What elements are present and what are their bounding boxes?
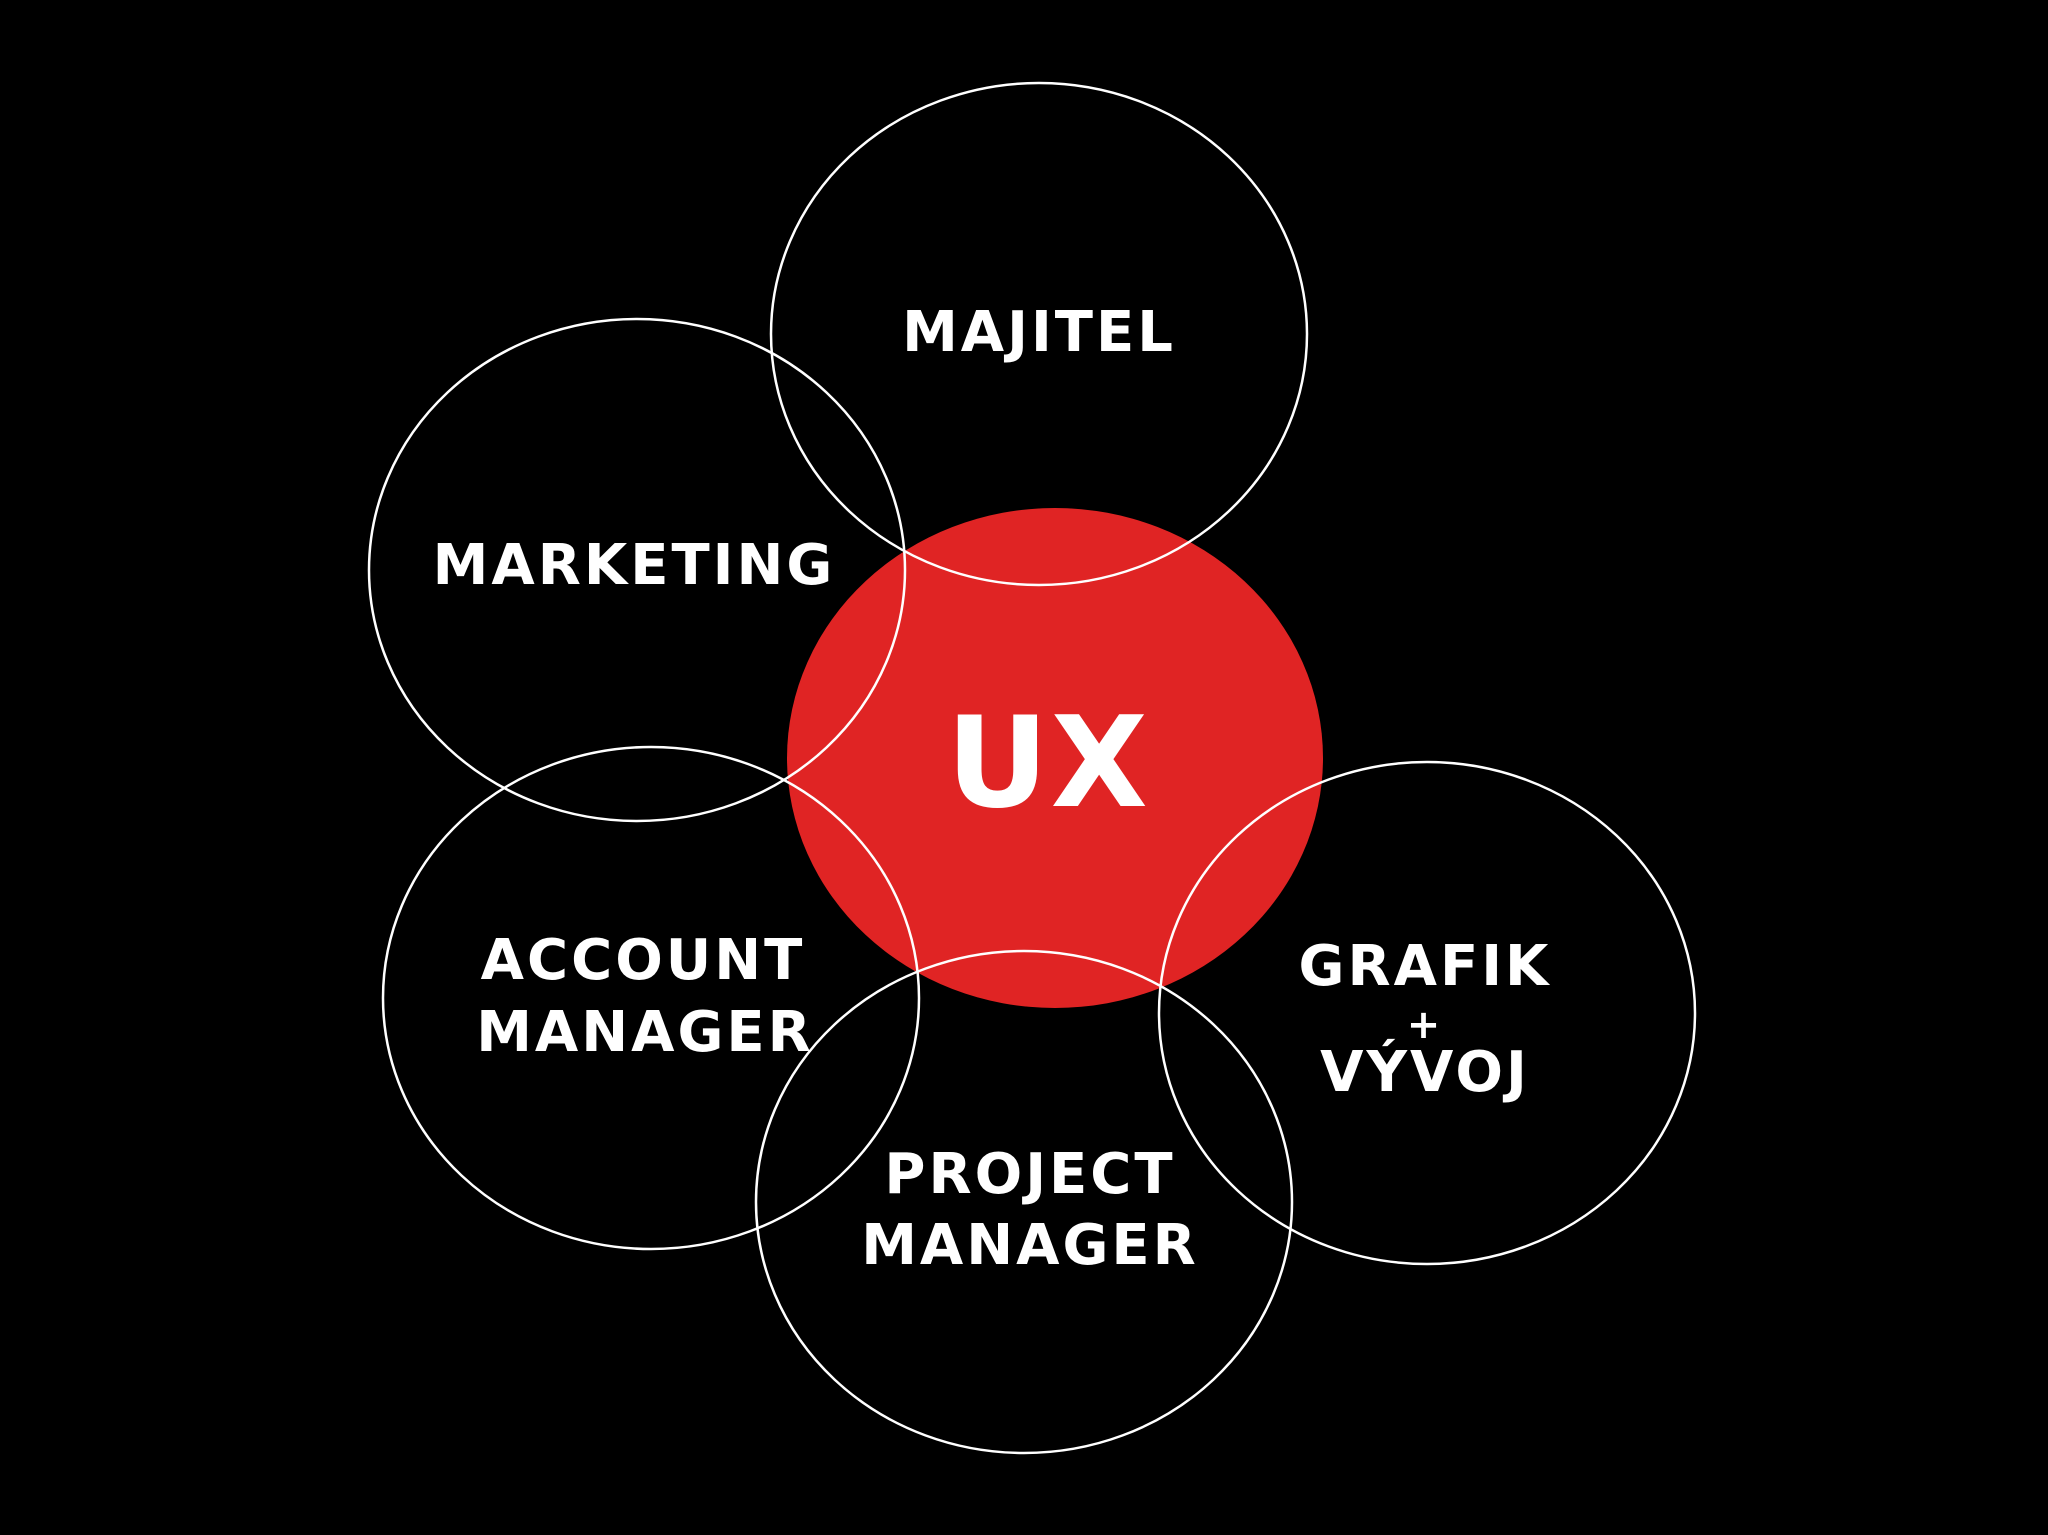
project-manager-label-line1: PROJECT — [884, 1142, 1175, 1207]
marketing-circle — [367, 317, 907, 823]
ux-label: UX — [946, 689, 1149, 836]
designer-dev-label-line2: VÝVOJ — [1320, 1040, 1530, 1105]
designer-dev-plus-sign: + — [1407, 1002, 1444, 1048]
ux-core-circle — [787, 508, 1323, 1008]
project-manager-label-line2: MANAGER — [861, 1213, 1199, 1278]
account-manager-label-line2: MANAGER — [476, 1000, 814, 1065]
owner-circle — [769, 81, 1309, 587]
designer-dev-circle — [1157, 760, 1697, 1266]
owner-label: MAJITEL — [902, 300, 1176, 365]
marketing-label: MARKETING — [433, 533, 836, 598]
project-manager-circle — [754, 949, 1294, 1455]
designer-dev-label-line1: GRAFIK — [1299, 934, 1552, 999]
account-manager-circle — [381, 745, 921, 1251]
account-manager-label-line1: ACCOUNT — [481, 928, 806, 993]
